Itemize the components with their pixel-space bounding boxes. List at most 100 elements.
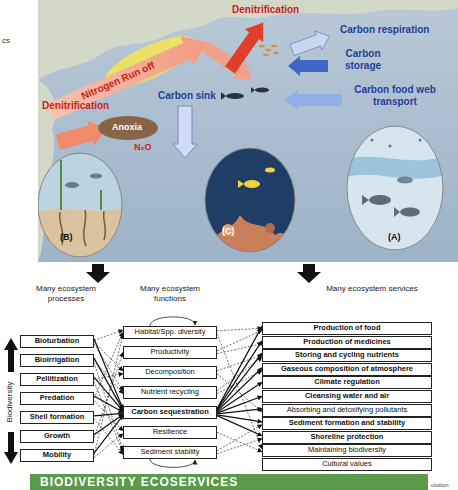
connector [94, 344, 123, 391]
service-box: Cleansing water and air [262, 390, 432, 403]
connector [94, 332, 123, 398]
service-box: Cultural values [262, 458, 432, 471]
connector [217, 409, 262, 414]
connector [94, 396, 123, 412]
process-box: Predation [20, 392, 94, 405]
function-box: Habitat/Spp. diversity [123, 326, 217, 339]
connector [217, 344, 262, 354]
box-text: Bioturbation [35, 336, 80, 347]
connector [217, 396, 262, 413]
carbon-arrow [289, 27, 333, 59]
flow-label: Carbon sink [158, 90, 216, 102]
connector [217, 371, 262, 394]
connector [217, 374, 262, 412]
flow-label: Carbon food web transport [345, 84, 445, 108]
connector [94, 330, 123, 340]
process-box: Shell formation [20, 411, 94, 424]
carbon-arrow [173, 106, 197, 158]
box-text: Sediment formation and stability [289, 418, 405, 429]
inset-b [38, 150, 128, 260]
cropped-text: cs [2, 36, 10, 46]
connector [94, 381, 123, 452]
column-heading: Many ecosystem processes [28, 284, 104, 304]
box-text: Shoreline protection [311, 432, 384, 443]
connector [217, 353, 262, 411]
box-text: Growth [44, 431, 70, 442]
down-arrow [4, 432, 18, 464]
column-heading: Many ecosystem functions [125, 284, 215, 304]
sea [38, 0, 458, 262]
connector [217, 382, 262, 412]
function-box: Carbon sequestration [123, 406, 217, 419]
service-box: Absorbing and detoxifying pollutants [262, 404, 432, 417]
cropped-text: olution [431, 482, 449, 489]
function-box: Resilience [123, 426, 217, 439]
service-box: Maintaining biodiversity [262, 444, 432, 457]
up-arrow [4, 338, 18, 372]
box-text: Resilience [153, 427, 188, 438]
feedback-arc [150, 317, 195, 326]
box-text: Habitat/Spp. diversity [135, 327, 206, 338]
function-box: Nutrient recycling [123, 386, 217, 399]
zone-label: Anoxia [112, 122, 142, 133]
axis-label: Biodiversity [5, 374, 15, 430]
whales [221, 87, 269, 100]
box-text: Production of medicines [303, 337, 391, 348]
box-text: Storing and cycling nutrients [295, 350, 399, 361]
connector [217, 416, 262, 436]
banner-title: BIODIVERSITY ECOSERVICES [40, 475, 238, 489]
service-box: Gaseous composition of atmosphere [262, 363, 432, 376]
connector [217, 330, 262, 350]
flow-label: Carbon respiration [340, 24, 429, 36]
box-text: Mobility [43, 450, 71, 461]
box-text: Decomposition [145, 367, 195, 378]
flow-arrow [55, 117, 110, 155]
function-box: Productivity [123, 346, 217, 359]
process-box: Pellitization [20, 373, 94, 386]
service-box: Shoreline protection [262, 431, 432, 444]
box-text: Nutrient recycling [141, 387, 199, 398]
box-text: Production of food [313, 323, 380, 334]
box-text: Carbon sequestration [131, 407, 209, 418]
connector [94, 374, 123, 380]
banner [30, 474, 428, 490]
carbon-arrow [288, 56, 328, 76]
connector [94, 342, 123, 371]
connector [94, 415, 123, 453]
box-text: Pellitization [36, 374, 78, 385]
flow-label: Denitrification [42, 100, 109, 112]
box-text: Gaseous composition of atmosphere [281, 364, 413, 375]
carbon-arrow [284, 90, 342, 110]
connector [94, 413, 123, 416]
process-box: Bioirrigation [20, 354, 94, 367]
fish-school [259, 45, 279, 57]
flow-label: Denitrification [232, 4, 299, 16]
connector [217, 425, 262, 451]
flow-label: Carbon storage [332, 48, 394, 72]
column-heading: Many ecosystem services [322, 284, 422, 294]
service-box: Climate regulation [262, 376, 432, 389]
box-text: Predation [40, 393, 75, 404]
box-text: Absorbing and detoxifying pollutants [287, 405, 408, 416]
connector [217, 328, 262, 331]
box-text: Maintaining biodiversity [308, 445, 386, 456]
box-text: Productivity [151, 347, 190, 358]
down-arrow [297, 264, 321, 283]
box-text: Cleansing water and air [305, 391, 389, 402]
inset-letter: (B) [60, 232, 73, 243]
box-text: Cultural values [322, 459, 372, 470]
service-box: Production of medicines [262, 336, 432, 349]
service-box: Storing and cycling nutrients [262, 349, 432, 362]
connector [217, 326, 262, 409]
gas-label: N₂O [134, 142, 152, 153]
box-text: Shell formation [30, 412, 85, 423]
feedback-arc [150, 459, 195, 467]
anoxia-zone [98, 116, 158, 140]
inset-c [200, 145, 300, 255]
connector [217, 439, 262, 454]
process-box: Mobility [20, 449, 94, 462]
connector [94, 434, 123, 458]
connector [94, 352, 123, 437]
box-text: Sediment stability [141, 447, 200, 458]
